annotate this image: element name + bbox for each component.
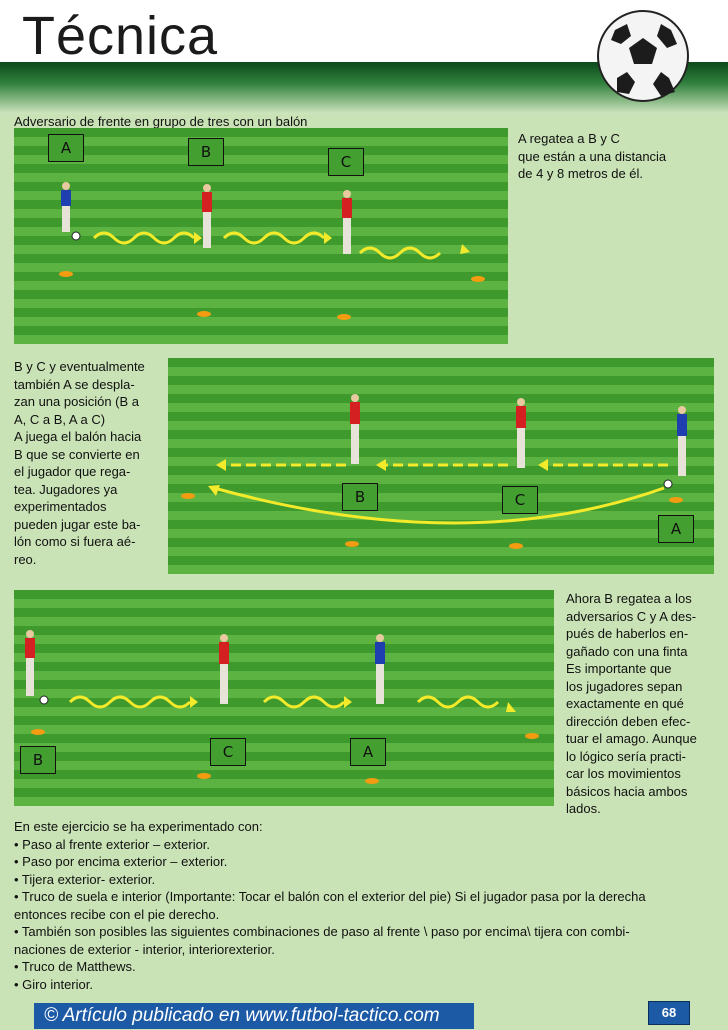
field-1-drawing: [59, 182, 485, 320]
field-diagram-3: B C A: [14, 590, 554, 806]
footer-banner[interactable]: © Artículo publicado en www.futbol-tacti…: [34, 1003, 474, 1029]
exercise-subtitle: Adversario de frente en grupo de tres co…: [14, 114, 308, 129]
field-2-drawing: [181, 394, 687, 549]
field-3-caption: Ahora B regatea a los adversarios C y A …: [566, 591, 697, 816]
player-a: [61, 182, 81, 241]
field-1-caption: A regatea a B y C que están a una distan…: [518, 131, 667, 181]
soccer-ball-icon: [597, 10, 689, 102]
wavy-arrow: [92, 231, 442, 260]
field-3-drawing: [25, 630, 539, 784]
field-diagram-2: B C A: [168, 358, 714, 574]
exercise-notes: En este ejercicio se ha experimentado co…: [14, 819, 646, 992]
player-label: B: [20, 746, 56, 774]
player-label: C: [328, 148, 364, 176]
player-label: B: [188, 138, 224, 166]
player-label: A: [48, 134, 84, 162]
page-number: 68: [648, 1001, 690, 1025]
player-label: C: [502, 486, 538, 514]
page-title: Técnica: [22, 6, 219, 66]
player-label: C: [210, 738, 246, 766]
field-2-caption: B y C y eventualmente también A se despl…: [14, 359, 145, 567]
player-label: A: [350, 738, 386, 766]
player-label: A: [658, 515, 694, 543]
field-diagram-1: A B C: [14, 128, 508, 344]
player-label: B: [342, 483, 378, 511]
